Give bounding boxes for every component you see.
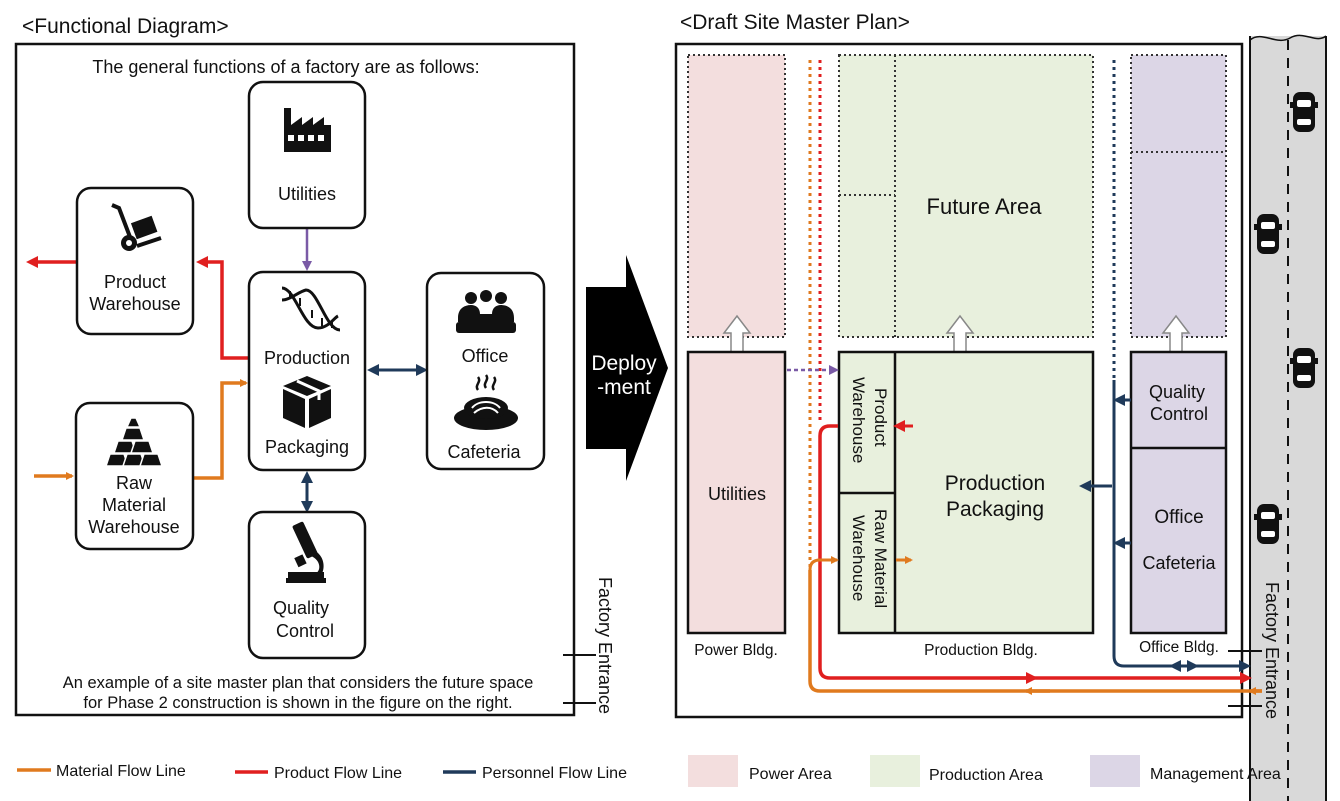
- deployment-arrow: [586, 255, 668, 481]
- plan-office-label: Office: [1154, 507, 1203, 528]
- legend-management-swatch: [1090, 755, 1140, 787]
- car-icon: [1254, 504, 1282, 544]
- car-icon: [1254, 214, 1282, 254]
- product-warehouse-label-1: Product: [104, 272, 166, 292]
- plan-material-flow-line: [808, 570, 1262, 693]
- meeting-icon: [456, 290, 516, 333]
- deployment-label-1: Deploy: [591, 352, 657, 375]
- legend-power-swatch: [688, 755, 738, 787]
- future-area-label: Future Area: [927, 194, 1043, 219]
- quality-control-label-1: Quality: [273, 598, 329, 618]
- plan-raw-material-2: Warehouse: [849, 515, 868, 601]
- utilities-box: [247, 80, 367, 230]
- road-top-cap: [1249, 34, 1327, 42]
- power-bldg-label: Power Bldg.: [694, 642, 778, 659]
- production-box: [247, 270, 367, 472]
- plan-control-label: Control: [1150, 404, 1208, 424]
- quality-control-box: [247, 510, 367, 660]
- gold-bars-icon: [104, 417, 164, 467]
- intro-text: The general functions of a factory are a…: [92, 57, 479, 77]
- plan-product-flow-line: [818, 424, 1252, 684]
- product-flow-line-left: [196, 256, 249, 360]
- plan-quality-label: Quality: [1149, 382, 1205, 402]
- food-bowl-icon: [454, 374, 518, 430]
- future-management-area: [1130, 54, 1227, 338]
- office-building: [1129, 350, 1228, 635]
- raw-material-box: [74, 401, 195, 551]
- product-warehouse-box: [75, 186, 195, 336]
- legend-production-swatch: [870, 755, 920, 787]
- footnote-line-1: An example of a site master plan that co…: [63, 674, 534, 692]
- office-bldg-label: Office Bldg.: [1139, 639, 1219, 656]
- raw-material-label-3: Warehouse: [88, 517, 179, 537]
- plan-personnel-flow-line: [1112, 380, 1251, 672]
- hand-truck-icon: [111, 203, 162, 251]
- footnote-line-2: for Phase 2 construction is shown in the…: [83, 694, 512, 712]
- box-icon: [283, 376, 331, 428]
- microscope-icon: [286, 521, 326, 583]
- material-flow-line-left: [193, 379, 248, 480]
- left-heading: <Functional Diagram>: [22, 15, 229, 38]
- car-icon: [1290, 348, 1318, 388]
- future-production-area: [838, 54, 1094, 338]
- legend-production-label: Production Area: [929, 767, 1043, 784]
- right-heading: <Draft Site Master Plan>: [680, 11, 910, 34]
- plan-material-branch: [808, 556, 839, 571]
- office-box: [425, 271, 546, 471]
- plan-product-warehouse-1: Product: [871, 388, 890, 447]
- factory-icon: [284, 108, 331, 152]
- office-label: Office: [462, 346, 509, 366]
- plan-cafeteria-label: Cafeteria: [1142, 553, 1216, 573]
- legend-power-label: Power Area: [749, 766, 832, 783]
- quality-control-label-2: Control: [276, 621, 334, 641]
- car-icon: [1290, 92, 1318, 132]
- legend-personnel-label: Personnel Flow Line: [482, 765, 627, 782]
- cafeteria-label: Cafeteria: [447, 442, 521, 462]
- legend-material-label: Material Flow Line: [56, 763, 186, 780]
- raw-material-label-2: Material: [102, 495, 166, 515]
- packaging-label: Packaging: [265, 437, 349, 457]
- legend-management-label: Management Area: [1150, 766, 1281, 783]
- product-warehouse-label-2: Warehouse: [89, 294, 180, 314]
- deployment-label-2: -ment: [597, 376, 651, 399]
- plan-production-label: Production: [945, 472, 1045, 495]
- plan-product-warehouse-2: Warehouse: [849, 377, 868, 463]
- production-bldg-label: Production Bldg.: [924, 642, 1038, 659]
- right-factory-entrance: Factory Entrance: [1262, 582, 1282, 719]
- utilities-label: Utilities: [278, 184, 336, 204]
- dna-icon: [281, 286, 341, 332]
- power-building: [686, 350, 787, 635]
- production-label: Production: [264, 348, 350, 368]
- power-utilities-label: Utilities: [708, 484, 766, 504]
- plan-raw-material-1: Raw Material: [871, 509, 890, 608]
- left-factory-entrance: Factory Entrance: [595, 577, 615, 714]
- legend-product-label: Product Flow Line: [274, 765, 402, 782]
- raw-material-label-1: Raw: [116, 473, 153, 493]
- plan-packaging-label: Packaging: [946, 498, 1044, 521]
- future-power-area: [687, 54, 786, 338]
